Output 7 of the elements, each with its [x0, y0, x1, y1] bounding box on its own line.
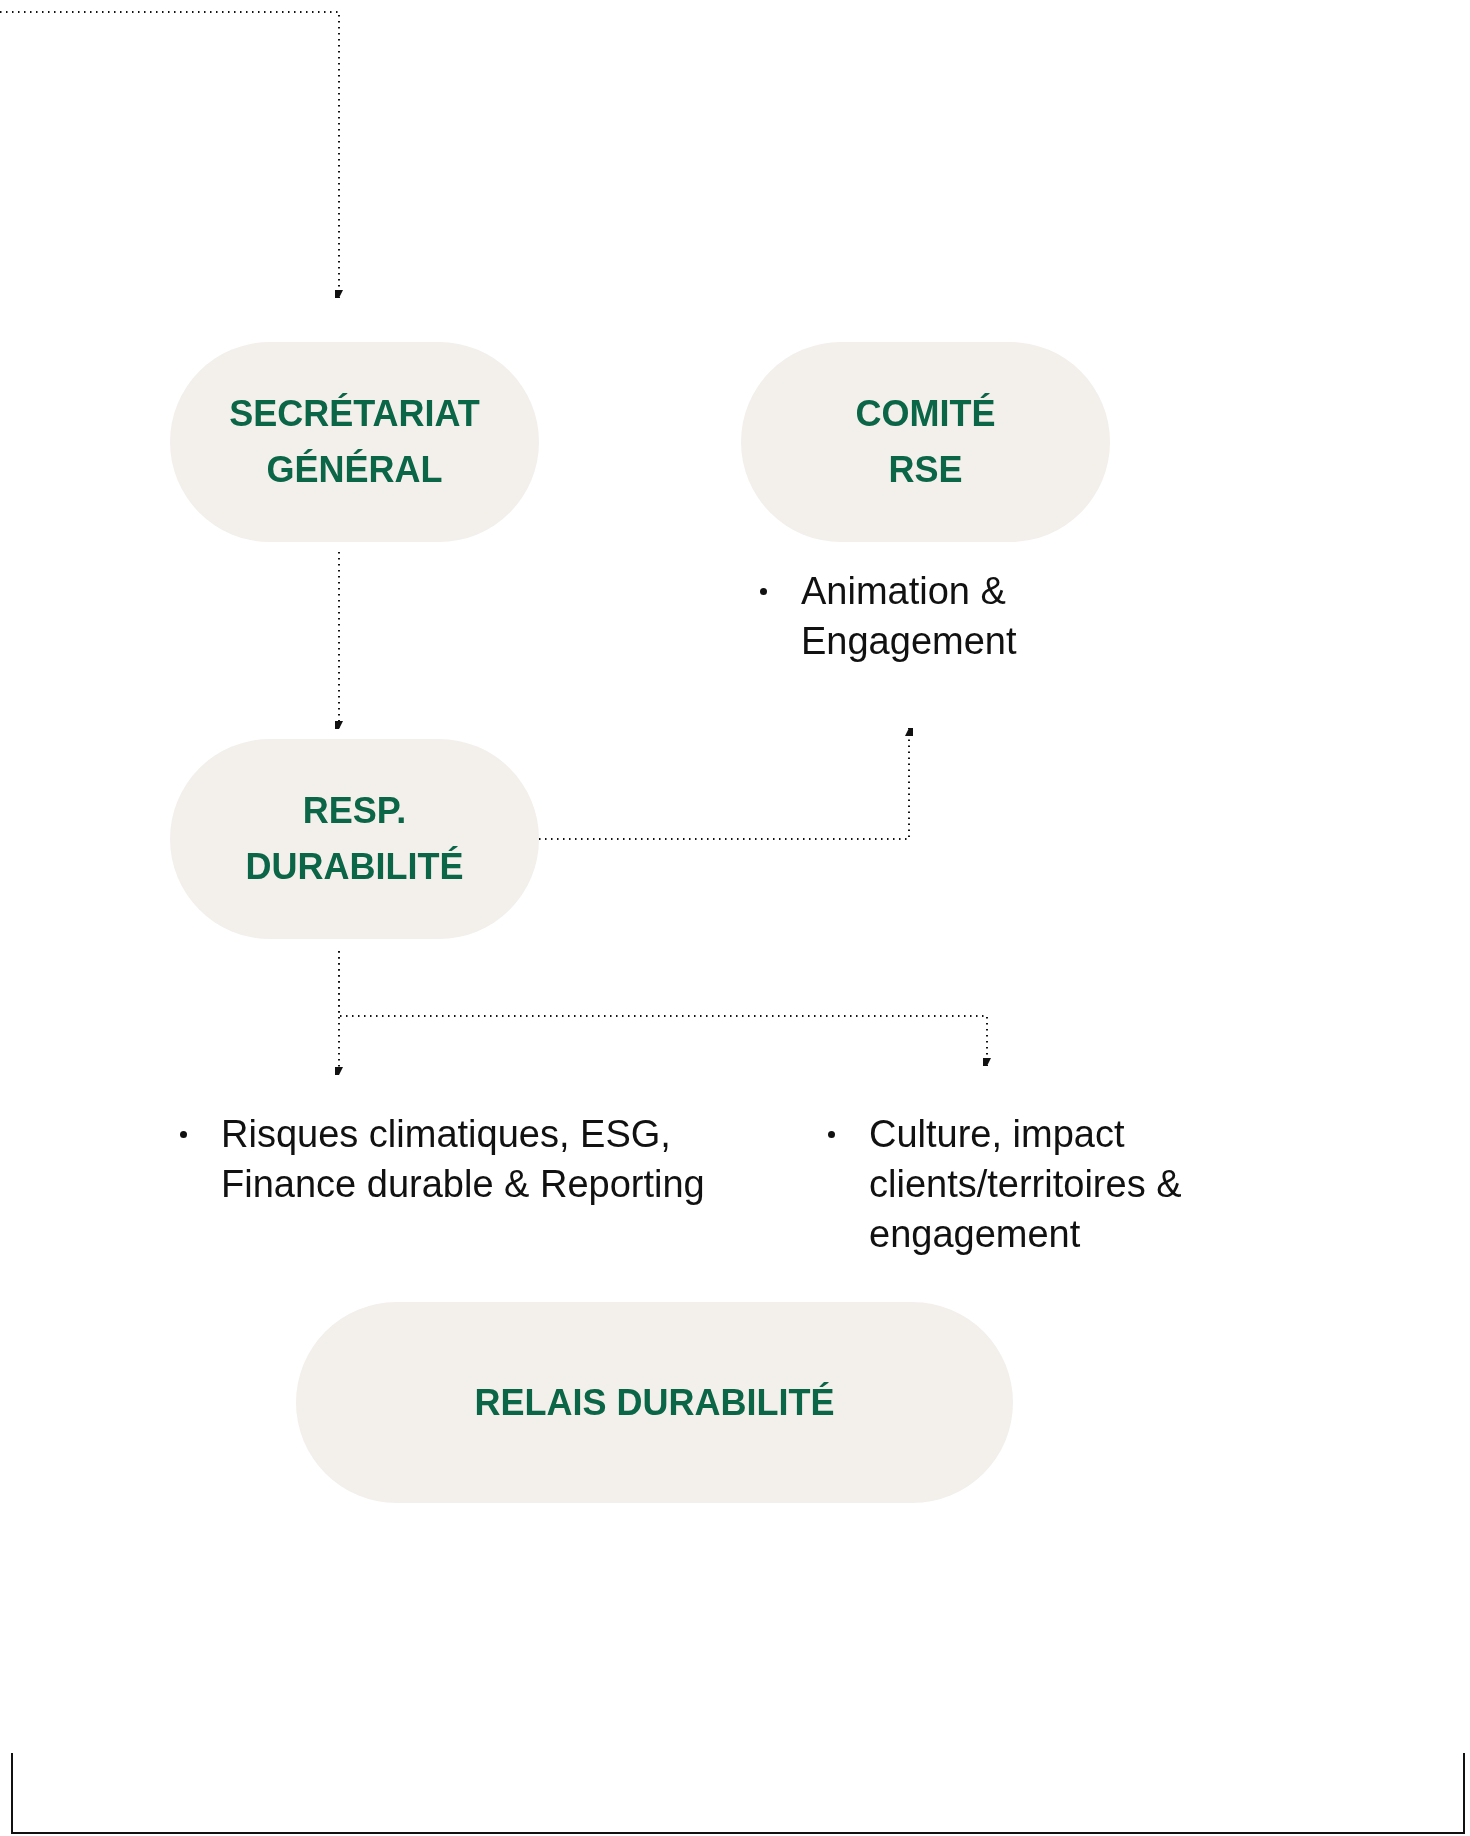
bullet-text: Risques climatiques, ESG, Finance durable & Reporting [221, 1112, 706, 1207]
bullet-text: Culture, impact clients/territoires & engagement [869, 1112, 1183, 1257]
pill-label: RESP. DURABILITÉ [244, 789, 465, 889]
bullet-text: Animation & Engagement [801, 569, 1018, 664]
pill-label: SECRÉTARIAT GÉNÉRAL [228, 392, 481, 492]
pill-label: RELAIS DURABILITÉ [474, 1380, 835, 1425]
pill-label: COMITÉ RSE [854, 392, 997, 492]
